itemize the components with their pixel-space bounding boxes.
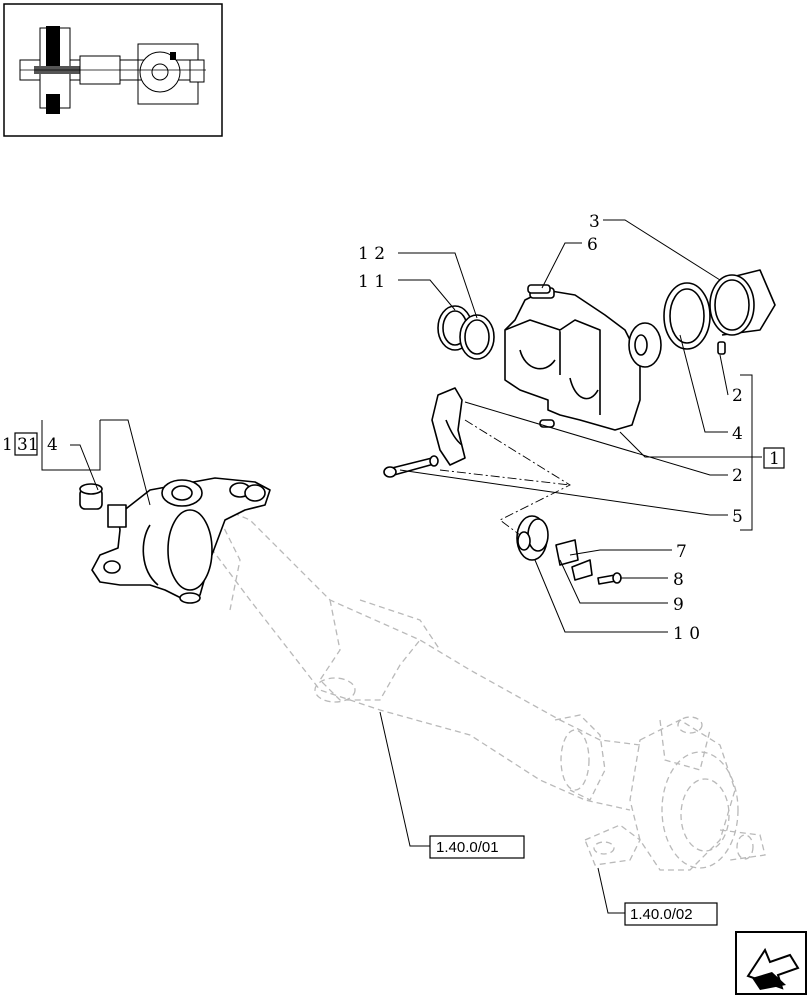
pin-part-2[interactable] bbox=[717, 341, 726, 355]
callout-11: 1 1 bbox=[358, 272, 385, 292]
callout-4-seal: 4 bbox=[732, 424, 743, 444]
callout-10: 1 0 bbox=[673, 624, 700, 644]
callout-2-clamp: 2 bbox=[732, 466, 743, 486]
callout-2-pin: 2 bbox=[732, 386, 743, 406]
screw-part-8[interactable] bbox=[597, 572, 622, 585]
axle-thumbnail[interactable] bbox=[3, 3, 223, 137]
hub-nut-part-10[interactable] bbox=[516, 515, 549, 561]
axle-support-part-1[interactable] bbox=[504, 287, 662, 431]
callout-12: 1 2 bbox=[358, 244, 385, 264]
callout-7: 7 bbox=[676, 542, 687, 562]
callout-1-box[interactable]: 1 bbox=[763, 447, 785, 469]
callout-3: 3 bbox=[589, 212, 600, 232]
svg-text:1.40.0/02: 1.40.0/02 bbox=[630, 906, 693, 923]
callout-1: 1 bbox=[769, 449, 780, 469]
steering-knuckle-left[interactable] bbox=[91, 477, 271, 604]
seal-ring-part-4[interactable] bbox=[663, 282, 711, 350]
callout-8: 8 bbox=[673, 570, 684, 590]
reference-1-40-0-02[interactable]: 1.40.0/02 bbox=[624, 902, 718, 926]
washer-part-7[interactable] bbox=[571, 559, 593, 581]
bushing-part-4-left[interactable] bbox=[79, 483, 103, 510]
reference-1-40-0-01[interactable]: 1.40.0/01 bbox=[429, 835, 525, 859]
svg-text:1.40.0/01: 1.40.0/01 bbox=[436, 839, 499, 856]
next-page-arrow-icon[interactable] bbox=[735, 931, 807, 995]
lock-plate-part-9[interactable] bbox=[555, 539, 579, 566]
axle-housing-ghost bbox=[204, 504, 766, 871]
leader-lines bbox=[41, 219, 762, 914]
callout-6: 6 bbox=[587, 235, 598, 255]
callout-31: 31 bbox=[17, 435, 39, 455]
bushing-part-3[interactable] bbox=[709, 269, 776, 336]
callout-5: 5 bbox=[732, 507, 743, 527]
callout-9: 9 bbox=[673, 595, 684, 615]
bolt-part-6[interactable] bbox=[527, 284, 551, 294]
callout-31-box[interactable]: 31 bbox=[14, 432, 39, 456]
rings-part-11-12[interactable] bbox=[437, 305, 495, 360]
clamp-part-2[interactable] bbox=[431, 387, 466, 466]
callout-4-left: 4 bbox=[47, 435, 58, 455]
callout-1-left: 1 bbox=[2, 435, 13, 455]
